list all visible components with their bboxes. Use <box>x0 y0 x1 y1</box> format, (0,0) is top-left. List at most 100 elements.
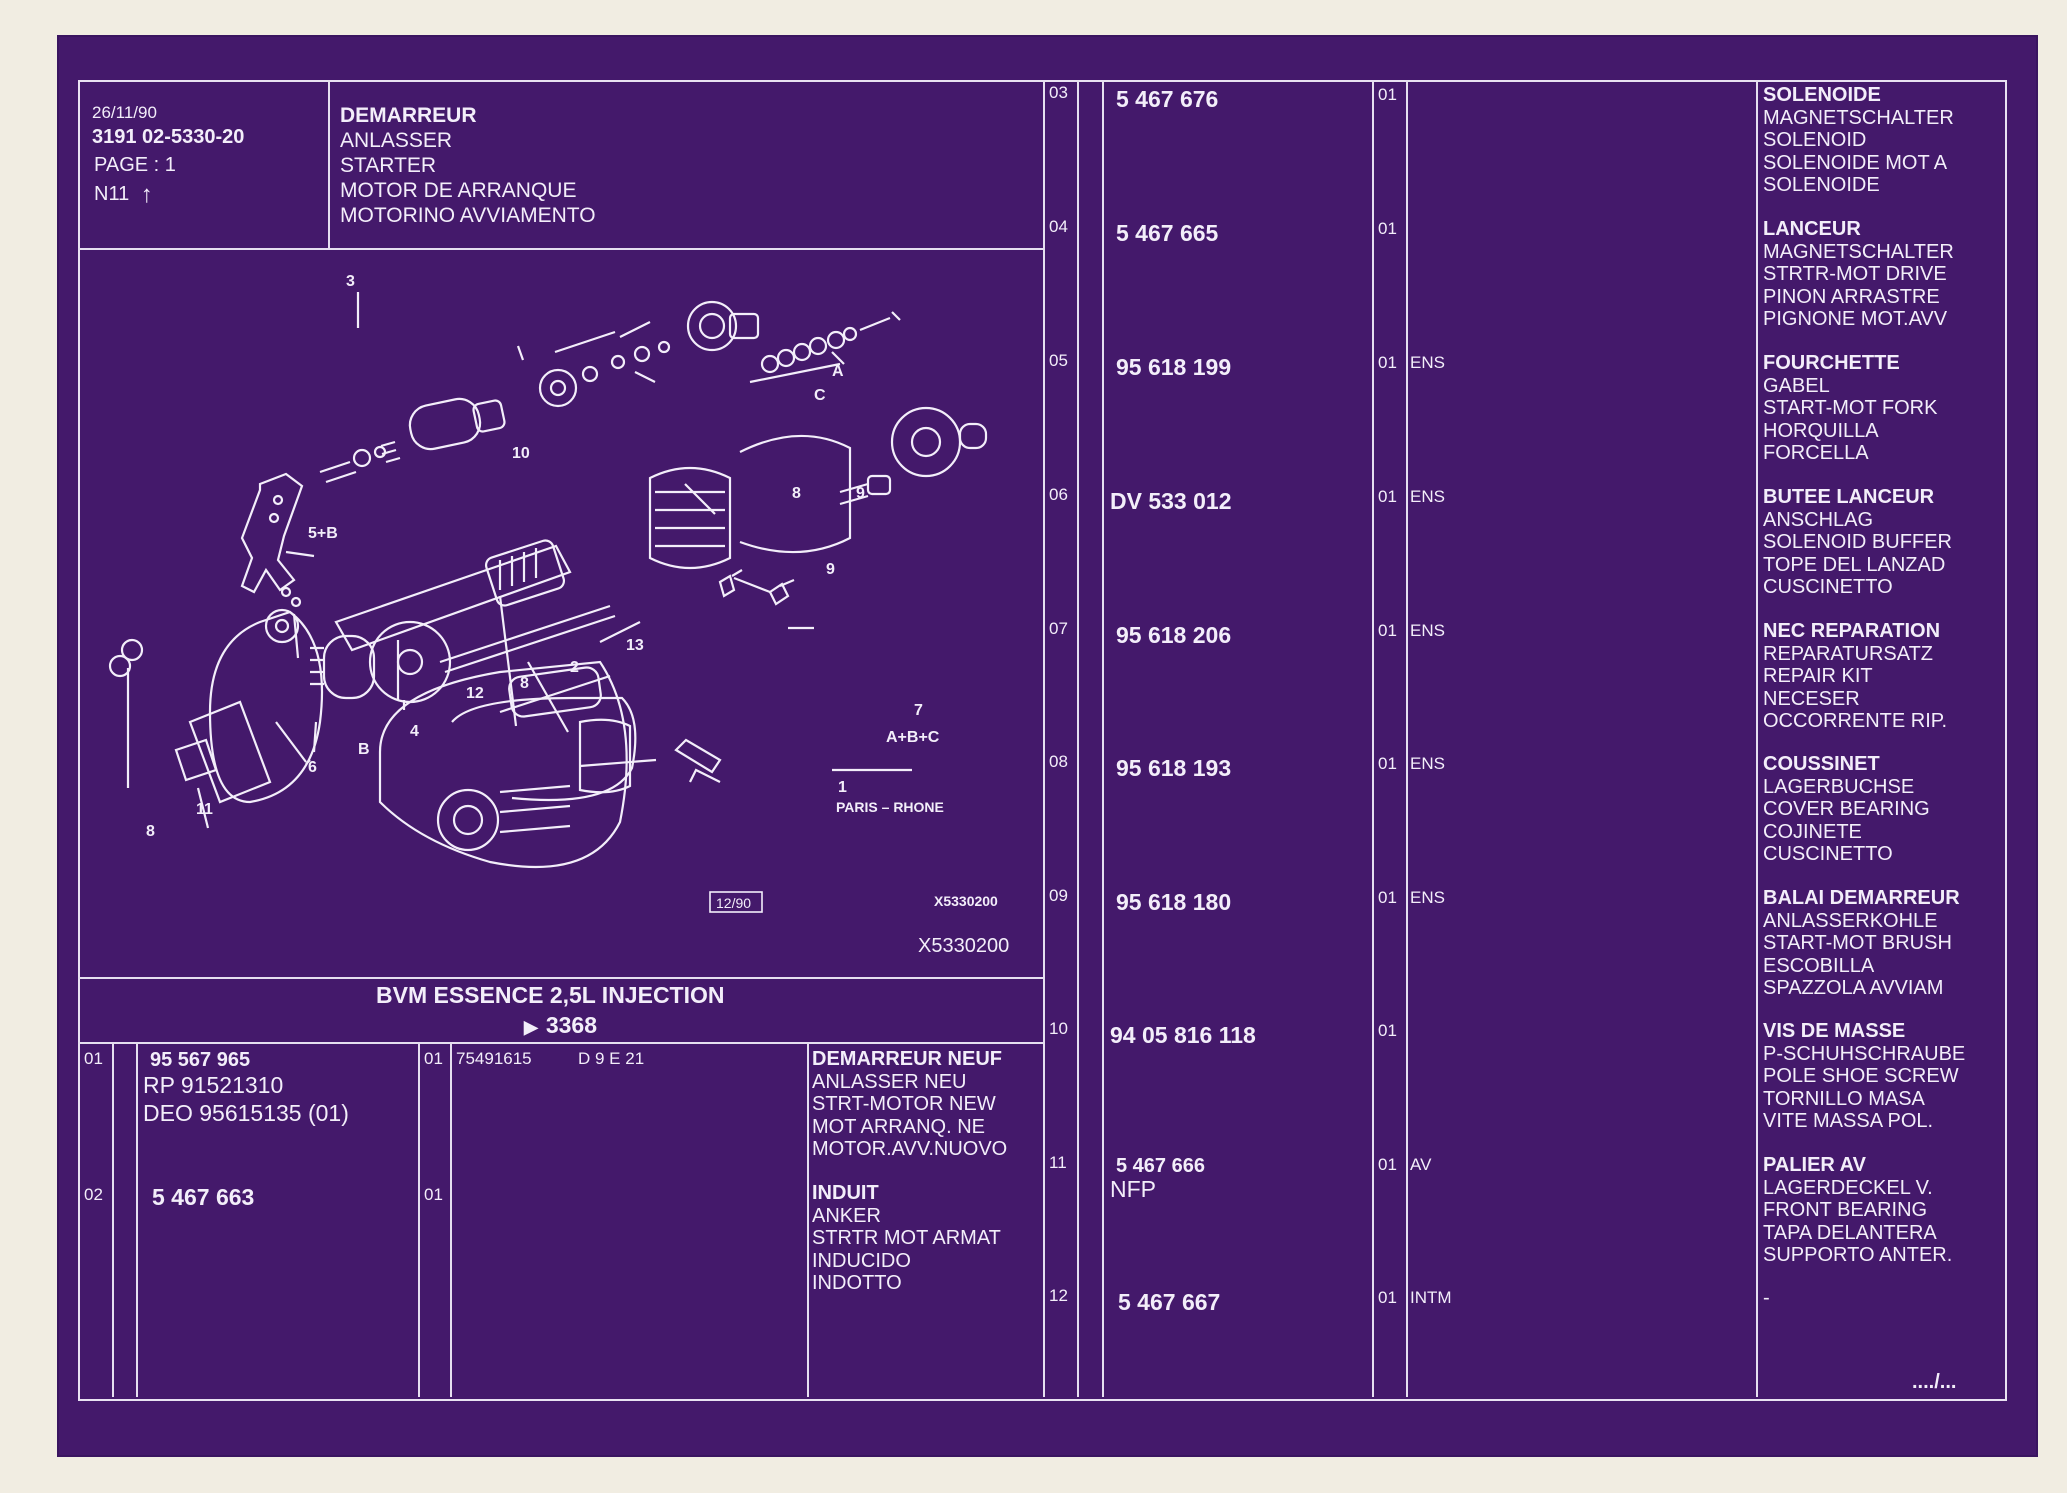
desc-en: START-MOT BRUSH <box>1763 932 1952 954</box>
item-number: 08 <box>1049 752 1068 771</box>
right-col-sep-4 <box>1406 80 1408 1397</box>
item-number: 02 <box>84 1185 103 1204</box>
desc-es: NECESER <box>1763 687 1860 710</box>
label-3: 3 <box>346 273 355 290</box>
right-col-sep-2 <box>1102 80 1104 1397</box>
application-code-value: 3368 <box>545 1012 598 1038</box>
part-description: SOLENOIDE MAGNETSCHALTER SOLENOID SOLENO… <box>1763 84 1954 197</box>
title-de: ANLASSER <box>340 129 453 152</box>
assembly-code: AV <box>1410 1155 1432 1174</box>
reference-number: 3191 02-5330-20 <box>92 126 245 148</box>
label-9-mid: 9 <box>826 561 835 578</box>
page-frame <box>78 80 2007 1401</box>
part-description: VIS DE MASSE P-SCHUHSCHRAUBE POLE SHOE S… <box>1763 1020 1965 1133</box>
desc-it: PIGNONE MOT.AVV <box>1763 308 1948 330</box>
label-abc: A+B+C <box>886 729 940 746</box>
desc-en: POLE SHOE SCREW <box>1763 1065 1959 1087</box>
brand-label: PARIS – RHONE <box>836 799 944 815</box>
desc-fr: LANCEUR <box>1763 218 1861 240</box>
desc-es: TOPE DEL LANZAD <box>1763 553 1946 576</box>
exploded-diagram: 3 A C 10 8 9 5+B 9 13 2 8 12 4 B 6 11 8 … <box>108 273 998 913</box>
desc-de: ANLASSER NEU <box>812 1070 967 1093</box>
label-9-top: 9 <box>856 485 865 502</box>
brush-part-9a <box>718 569 743 598</box>
application-code: ▶3368 <box>524 1014 597 1037</box>
figure-caption: X5330200 <box>918 935 1010 957</box>
title-en: STARTER <box>340 154 437 177</box>
right-col-sep-5 <box>1756 80 1758 1397</box>
date: 26/11/90 <box>92 103 157 122</box>
desc-fr: PALIER AV <box>1763 1154 1866 1176</box>
part-description: FOURCHETTE GABEL START-MOT FORK HORQUILL… <box>1763 352 1937 465</box>
header-vsep <box>328 80 330 250</box>
part-extra-nfp: NFP <box>1110 1176 1156 1202</box>
assembled-starter <box>378 621 641 869</box>
section-code: N11 ↑ <box>94 183 153 207</box>
desc-de: MAGNETSCHALTER <box>1763 240 1954 263</box>
label-a: A <box>832 363 844 380</box>
assembly-code: ENS <box>1410 621 1445 640</box>
solenoid-part-3 <box>380 397 506 464</box>
label-b: B <box>358 741 370 758</box>
desc-es: TAPA DELANTERA <box>1763 1221 1937 1244</box>
quantity: 01 <box>1378 621 1397 640</box>
desc-it: CUSCINETTO <box>1763 843 1893 865</box>
desc-fr: DEMARREUR NEUF <box>812 1048 1002 1070</box>
part-description: BALAI DEMARREUR ANLASSERKOHLE START-MOT … <box>1763 887 1960 1000</box>
part-number: 95 618 193 <box>1116 755 1232 781</box>
quantity: 01 <box>1378 754 1397 773</box>
assembly-code: INTM <box>1410 1288 1452 1307</box>
quantity: 01 <box>1378 85 1397 104</box>
item-number: 03 <box>1049 83 1068 102</box>
title-it: MOTORINO AVVIAMENTO <box>340 204 596 227</box>
item-number: 06 <box>1049 485 1068 504</box>
supplier-ref: 75491615 <box>456 1049 532 1068</box>
desc-fr: INDUIT <box>812 1182 879 1204</box>
item-number: 12 <box>1049 1286 1068 1305</box>
label-4: 4 <box>410 723 419 740</box>
item-number: 11 <box>1049 1153 1067 1172</box>
continued-marker: ..../... <box>1912 1371 1957 1393</box>
desc-fr: BALAI DEMARREUR <box>1763 887 1960 909</box>
date-box: 12/90 <box>716 895 751 911</box>
desc-it: MOTOR.AVV.NUOVO <box>812 1138 1008 1160</box>
title-fr: DEMARREUR <box>340 104 477 127</box>
assembly-code: ENS <box>1410 888 1445 907</box>
center-divider <box>1043 80 1045 1397</box>
label-c: C <box>814 387 826 404</box>
left-col-sep-5 <box>807 1042 809 1397</box>
armature-part-2 <box>334 539 616 714</box>
label-5b: 5+B <box>308 525 338 542</box>
item-number: 10 <box>1049 1019 1068 1038</box>
item-number: 09 <box>1049 886 1068 905</box>
part-description: - <box>1763 1287 1770 1310</box>
desc-en: START-MOT FORK <box>1763 397 1938 419</box>
quantity: 01 <box>424 1049 443 1068</box>
item-number: 05 <box>1049 351 1068 370</box>
desc-it: OCCORRENTE RIP. <box>1763 710 1948 732</box>
desc-de: LAGERBUCHSE <box>1763 775 1915 798</box>
part-number: 5 467 663 <box>152 1184 255 1210</box>
desc-fr: VIS DE MASSE <box>1763 1020 1906 1042</box>
desc-de: ANLASSERKOHLE <box>1763 909 1938 932</box>
desc-de: MAGNETSCHALTER <box>1763 106 1954 129</box>
desc-en: STRTR-MOT DRIVE <box>1763 263 1947 285</box>
application-bottom-line <box>78 1042 1043 1044</box>
label-10: 10 <box>512 445 530 462</box>
desc-it: SUPPORTO ANTER. <box>1763 1244 1953 1266</box>
part-number: 5 467 666 <box>1116 1155 1205 1177</box>
desc-es: ESCOBILLA <box>1763 954 1875 977</box>
desc-de: ANSCHLAG <box>1763 508 1874 531</box>
quantity: 01 <box>424 1185 443 1204</box>
application-top-line <box>78 977 1043 979</box>
desc-es: SOLENOIDE MOT A <box>1763 151 1948 174</box>
part-description: NEC REPARATION REPARATURSATZ REPAIR KIT … <box>1763 620 1947 733</box>
part-number: 5 467 665 <box>1116 220 1219 246</box>
section-label: N11 <box>94 183 130 205</box>
label-8-bottom: 8 <box>146 823 155 840</box>
desc-fr: BUTEE LANCEUR <box>1763 486 1935 508</box>
part-number: 95 618 199 <box>1116 354 1232 380</box>
desc-es: HORQUILLA <box>1763 419 1879 442</box>
right-col-sep-1 <box>1077 80 1079 1397</box>
desc-it: FORCELLA <box>1763 442 1869 464</box>
